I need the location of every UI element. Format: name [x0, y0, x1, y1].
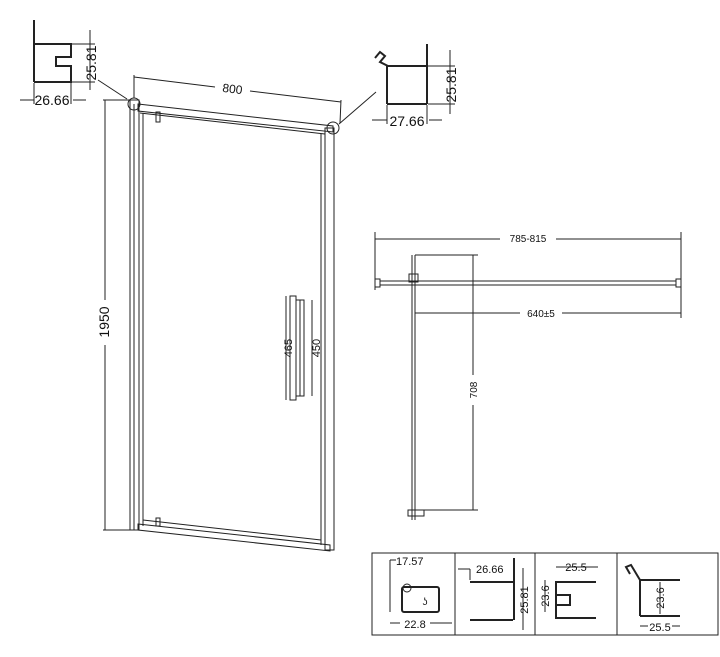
profile-cell-4: 23.6 25.5	[624, 563, 680, 634]
handle-spacing-label: 450	[311, 339, 323, 357]
profile-3-dim-a: 25.5	[565, 562, 586, 574]
plan-view: 785-815 708 640±5	[374, 232, 682, 520]
door-handle	[289, 295, 305, 401]
swing-depth-label: 708	[469, 381, 480, 398]
profile-3-dim-b: 23.6	[540, 585, 552, 606]
profile-table: 17.57 ʖ 22.8 26.66 25.81 25.5 23.6	[371, 552, 719, 636]
profile-2-dim-b: 25.81	[519, 586, 531, 614]
height-label: 1950	[96, 306, 112, 337]
height-dimension: 1950	[96, 99, 130, 531]
profile-1-dim-a: 17.57	[396, 556, 424, 568]
opening-label: 640±5	[527, 309, 555, 320]
profile-1-hook: ʖ	[423, 597, 428, 608]
width-label: 800	[222, 81, 244, 97]
detail-marker-right	[326, 121, 340, 135]
profile-cell-3: 25.5 23.6	[540, 562, 598, 619]
profile-cell-1: 17.57 ʖ 22.8	[389, 556, 452, 631]
top-right-width-label: 27.66	[389, 113, 424, 129]
profile-4-dim-b: 25.5	[649, 622, 670, 634]
door-front-view	[97, 79, 377, 552]
profile-cell-2: 26.66 25.81	[458, 558, 531, 630]
top-right-height-label: 25.81	[443, 67, 459, 102]
top-left-profile-detail: 25.81 26.66	[20, 20, 99, 108]
handle-length-label: 465	[283, 339, 295, 357]
width-dimension: 800	[133, 75, 342, 124]
top-left-height-label: 25.81	[83, 45, 99, 80]
profile-4-dim-a: 23.6	[655, 587, 667, 608]
profile-2-dim-a: 26.66	[476, 564, 504, 576]
adjustment-range-label: 785-815	[510, 234, 547, 245]
profile-1-dim-b: 22.8	[404, 619, 425, 631]
top-left-width-label: 26.66	[34, 92, 69, 108]
top-right-profile-detail: 25.81 27.66	[372, 44, 459, 129]
